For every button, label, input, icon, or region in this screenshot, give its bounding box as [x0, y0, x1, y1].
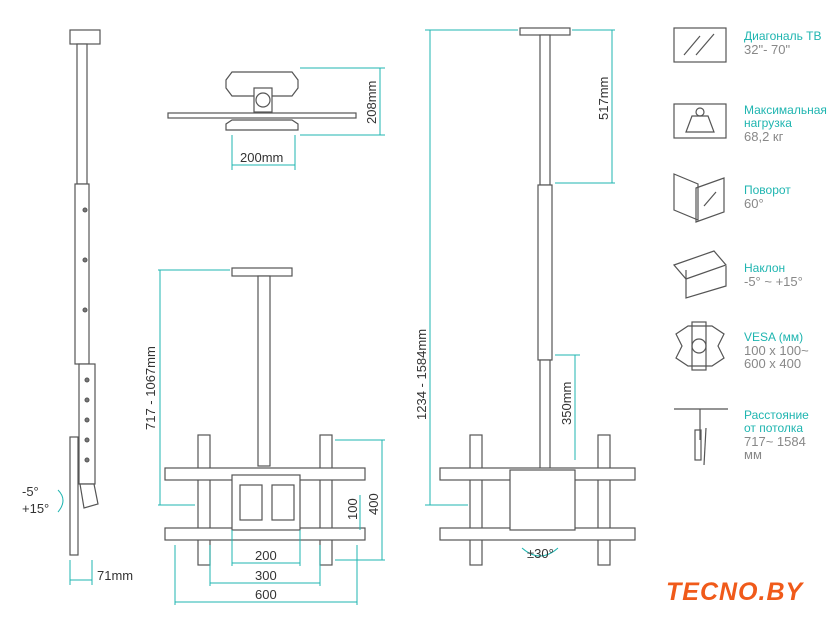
spec-value: 717~ 1584 мм — [744, 434, 806, 462]
spec-value: 68,2 кг — [744, 129, 784, 144]
height-range-long-label: 1234 - 1584mm — [414, 329, 429, 420]
tilt-icon — [672, 250, 728, 299]
ceiling-distance-icon — [674, 408, 728, 466]
height-range-short-label: 717 - 1067mm — [143, 346, 158, 430]
vesa-icon — [675, 321, 725, 371]
spec-value: 32"- 70" — [744, 42, 791, 57]
tilt-minus-label: -5° — [22, 484, 39, 499]
vesa-600-label: 600 — [255, 587, 277, 602]
plate-width-label: 200mm — [240, 150, 283, 165]
spec-title: VESA (мм) — [744, 330, 804, 344]
spec-title: Максимальная нагрузка — [744, 103, 827, 130]
spec-tilt: Наклон-5° ~ +15° — [744, 261, 803, 289]
spec-title: Поворот — [744, 183, 791, 197]
ceiling-plate-view — [167, 67, 385, 170]
plate-height-label: 208mm — [364, 81, 379, 124]
vesa-400-label: 400 — [366, 493, 381, 515]
tilt-plus-label: +15° — [22, 501, 49, 516]
brand-logo: TECNO.BY — [666, 578, 804, 606]
front-view-short — [158, 267, 385, 605]
vesa-100-label: 100 — [345, 498, 360, 520]
tv-diagonal-icon — [673, 27, 727, 63]
weight-icon — [673, 103, 727, 139]
side-view — [57, 29, 101, 585]
front-view-long — [425, 27, 636, 566]
spec-vesa: VESA (мм)100 x 100~ 600 x 400 — [744, 330, 824, 371]
vesa-200-label: 200 — [255, 548, 277, 563]
swivel-label: ±30° — [527, 546, 554, 561]
spec-title: Расстояние от потолка — [744, 408, 809, 435]
depth-label: 71mm — [97, 568, 133, 583]
spec-title: Диагональ ТВ — [744, 29, 822, 43]
swivel-icon — [673, 173, 725, 223]
spec-title: Наклон — [744, 261, 786, 275]
vesa-300-label: 300 — [255, 568, 277, 583]
spec-value: 100 x 100~ 600 x 400 — [744, 343, 809, 371]
lower-segment-label: 350mm — [559, 382, 574, 425]
spec-value: -5° ~ +15° — [744, 274, 803, 289]
spec-value: 60° — [744, 196, 764, 211]
top-segment-label: 517mm — [596, 77, 611, 120]
